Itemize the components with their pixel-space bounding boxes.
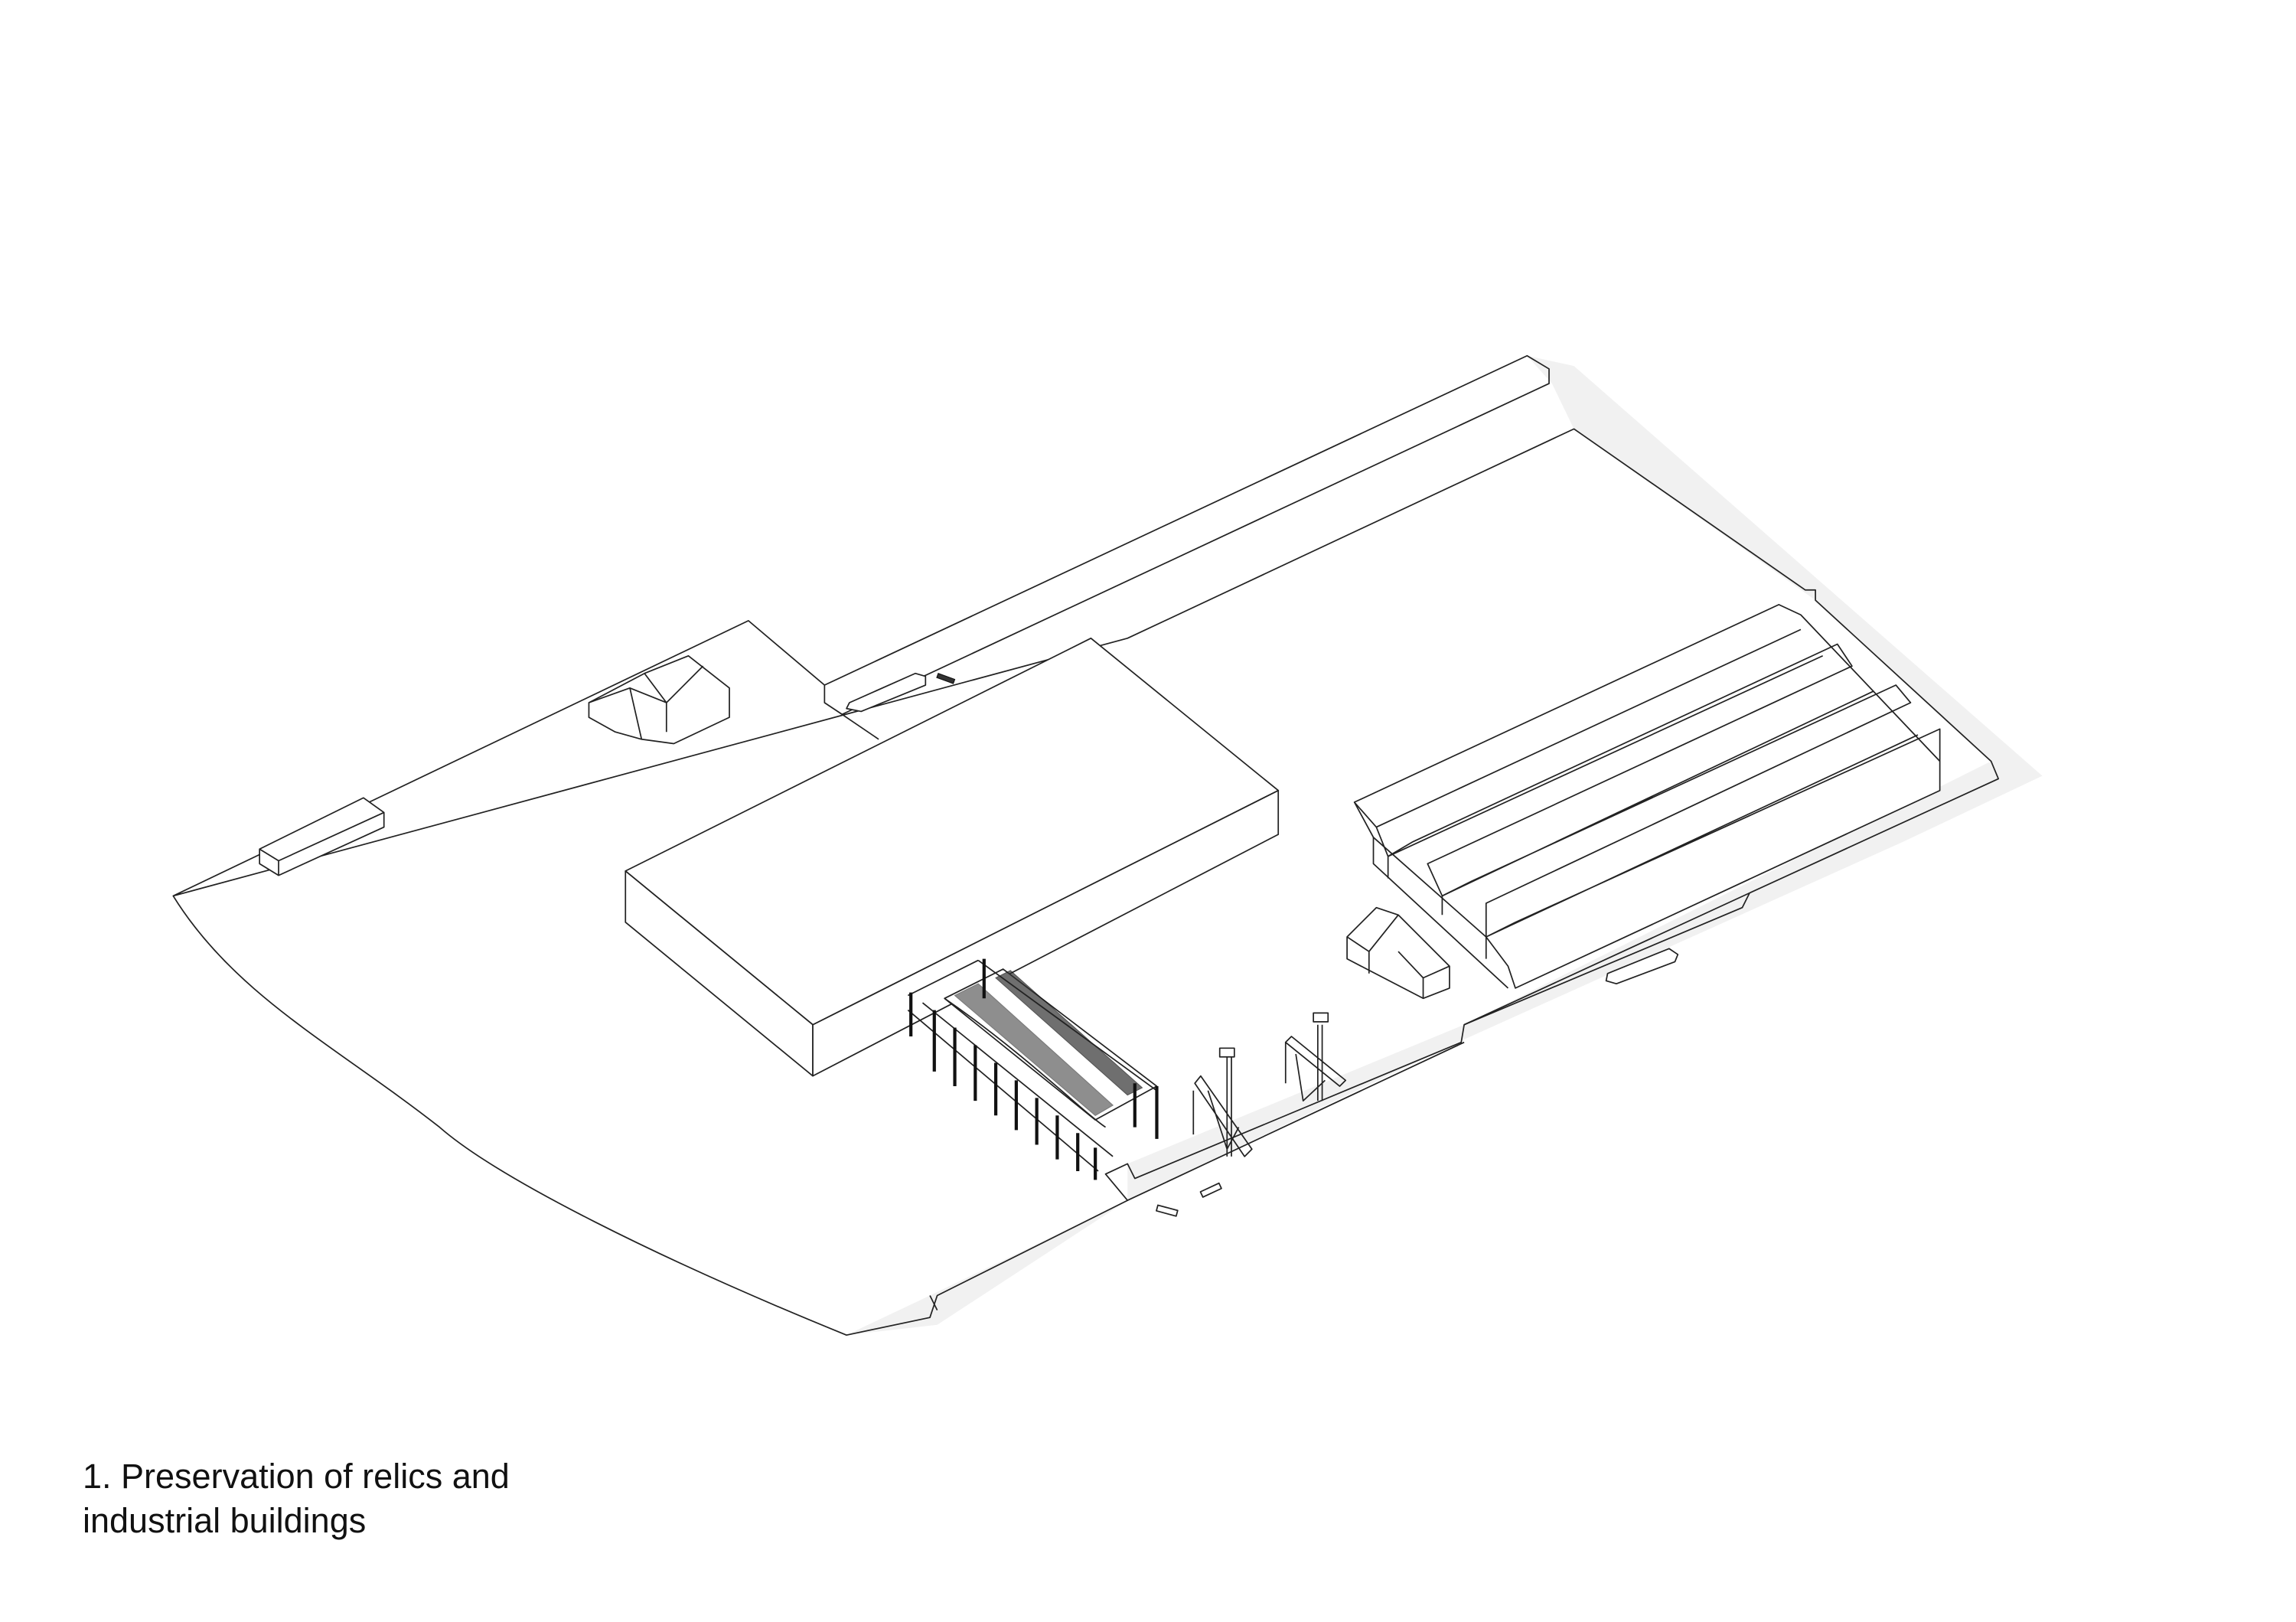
crane-relic-1 <box>1192 1047 1253 1157</box>
small-boats <box>1156 1182 1222 1217</box>
main-warehouse <box>625 637 1280 1077</box>
house-south <box>1346 906 1450 1000</box>
caption-line-1: 1. Preservation of relics and <box>83 1457 510 1496</box>
caption-line-2: industrial buildings <box>83 1501 367 1540</box>
boat-north <box>846 672 956 713</box>
preserved-steel-pavilion <box>907 958 1159 1180</box>
boat-south <box>1605 948 1679 985</box>
house-north <box>588 654 730 745</box>
quay-edge <box>929 892 1750 1311</box>
sawtooth-industrial-hall <box>1353 603 1941 989</box>
crane-relic-2 <box>1284 1012 1347 1102</box>
diagram-caption: 1. Preservation of relics and industrial… <box>83 1454 510 1543</box>
site-boundary <box>172 354 1999 1336</box>
storage-bar <box>259 797 385 876</box>
